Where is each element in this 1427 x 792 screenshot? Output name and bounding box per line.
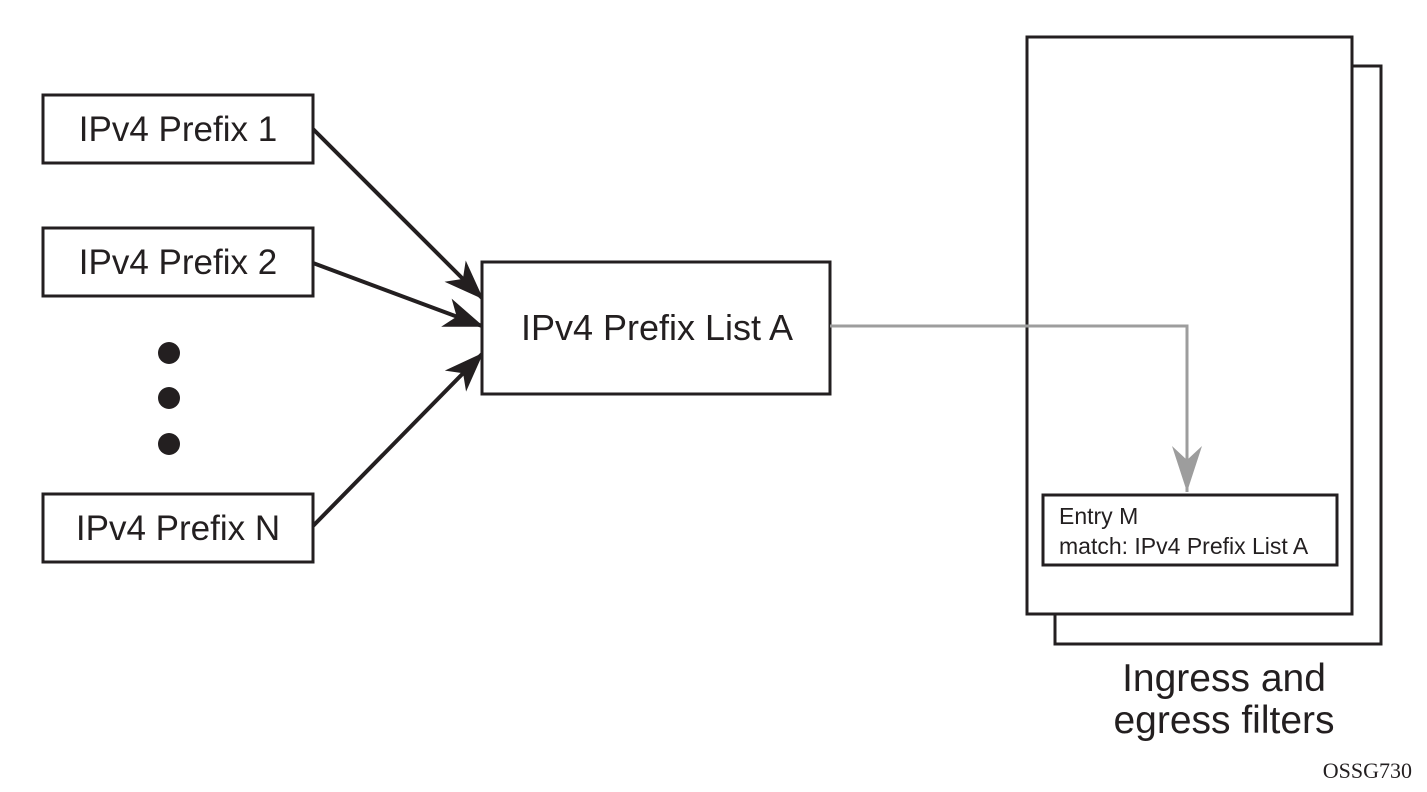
- prefix-box-2: IPv4 Prefix 2: [41, 226, 315, 298]
- arrow-prefix-2-to-list: [312, 261, 484, 328]
- prefix-n-label: IPv4 Prefix N: [76, 509, 280, 548]
- prefix-box-n: IPv4 Prefix N: [41, 492, 315, 564]
- filter-entry-line1: Entry M: [1059, 503, 1138, 529]
- filters-caption-line1: Ingress and: [1122, 657, 1326, 700]
- prefix-1-label: IPv4 Prefix 1: [79, 110, 277, 149]
- ellipsis-dot: [158, 433, 180, 455]
- ellipsis-dots: [158, 342, 180, 455]
- prefix-box-1: IPv4 Prefix 1: [41, 93, 315, 165]
- ellipsis-dot: [158, 387, 180, 409]
- prefix-2-label: IPv4 Prefix 2: [79, 243, 277, 282]
- arrow-prefix-1-to-list: [311, 127, 484, 300]
- figure-id: OSSG730: [1323, 758, 1412, 783]
- filter-entry-line2: match: IPv4 Prefix List A: [1059, 533, 1309, 559]
- prefix-list-box: IPv4 Prefix List A: [480, 260, 832, 396]
- ellipsis-dot: [158, 342, 180, 364]
- filters-caption-line2: egress filters: [1113, 699, 1334, 742]
- connector-list-to-entry: [830, 324, 1202, 492]
- prefix-list-label: IPv4 Prefix List A: [521, 307, 793, 348]
- filter-entry-box: Entry M match: IPv4 Prefix List A: [1041, 493, 1339, 567]
- arrow-prefix-n-to-list: [311, 352, 484, 528]
